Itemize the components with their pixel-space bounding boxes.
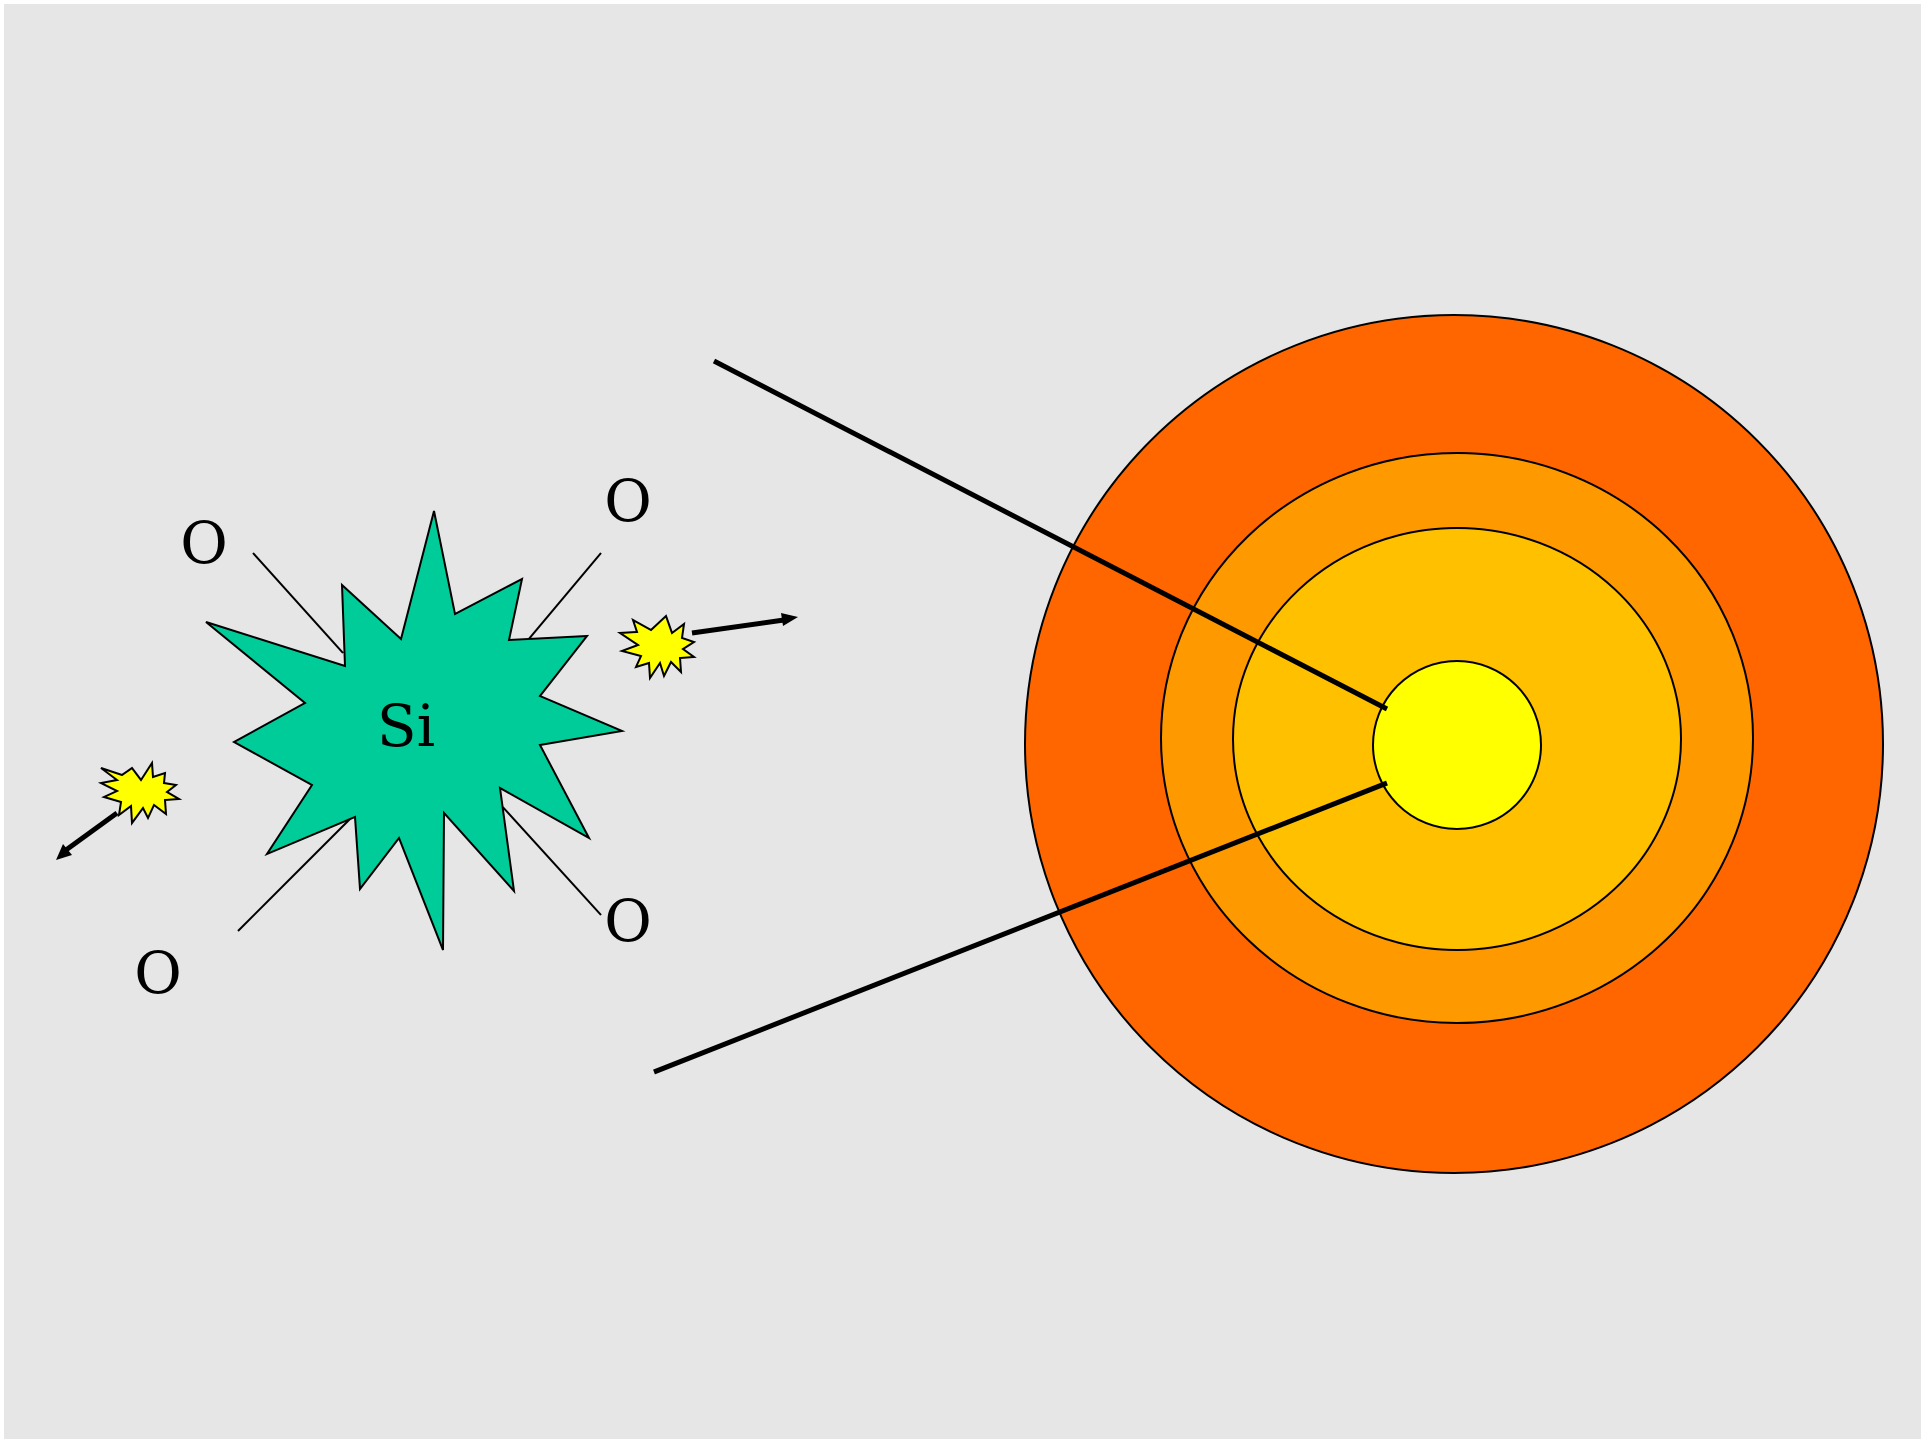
silicon-label: Si bbox=[377, 692, 435, 760]
oxygen-label-bottom-right: O bbox=[604, 887, 652, 955]
oxygen-label-top-left: O bbox=[180, 509, 228, 577]
star-layers bbox=[1025, 315, 1883, 1173]
oxygen-label-bottom-left: O bbox=[134, 939, 182, 1007]
stellar-core bbox=[1373, 661, 1541, 829]
oxygen-label-top-right: O bbox=[604, 467, 652, 535]
